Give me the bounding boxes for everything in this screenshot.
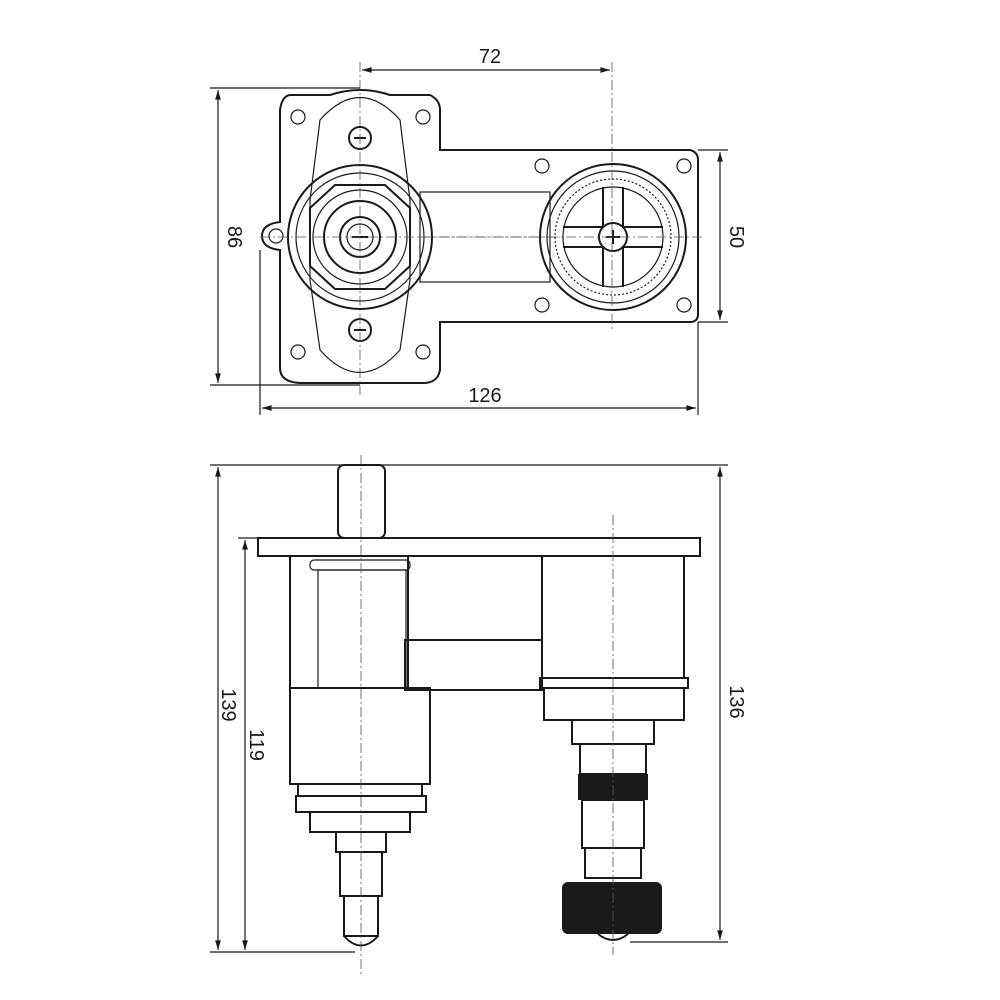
left-boss-outline <box>309 97 411 373</box>
dimension-50: 50 <box>698 149 747 323</box>
mounting-holes <box>268 109 692 360</box>
dimension-126: 126 <box>259 250 699 415</box>
svg-text:119: 119 <box>245 729 267 761</box>
side-view: 139 119 136 <box>210 455 747 975</box>
svg-text:72: 72 <box>479 46 501 68</box>
dimension-86: 86 <box>210 87 360 386</box>
left-cartridge <box>289 687 431 785</box>
dimension-72: 72 <box>362 46 610 73</box>
svg-text:139: 139 <box>217 688 239 721</box>
svg-text:50: 50 <box>725 226 747 248</box>
connector-pipe <box>404 639 543 691</box>
mounting-plate <box>257 537 701 557</box>
dimension-139: 139 <box>210 464 700 953</box>
svg-text:126: 126 <box>468 385 501 407</box>
svg-text:86: 86 <box>223 226 245 248</box>
mounting-plate-outline <box>260 89 699 384</box>
top-view: 72 86 50 126 <box>210 46 747 415</box>
left-body <box>289 555 409 689</box>
svg-text:136: 136 <box>725 685 747 718</box>
dimension-136: 136 <box>630 464 747 943</box>
stem <box>337 464 386 539</box>
knurled-knob <box>562 882 662 934</box>
dimension-119: 119 <box>238 537 267 950</box>
